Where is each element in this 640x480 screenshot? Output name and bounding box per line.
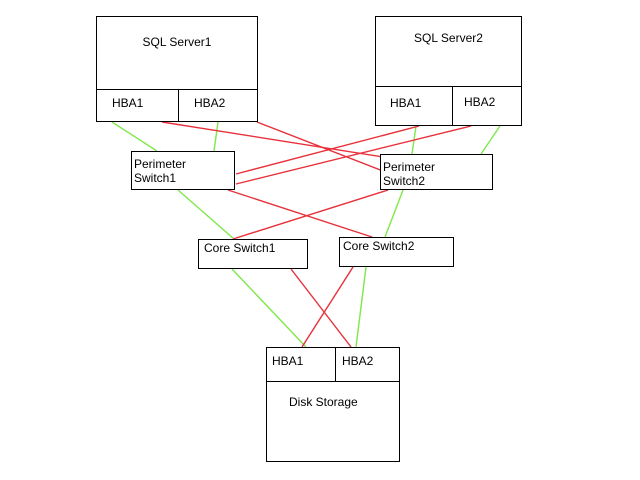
perimeter-switch2-box: Perimeter Switch2 xyxy=(380,154,493,190)
disk-storage-hba2-port: HBA2 xyxy=(335,347,400,382)
perimeter-switch2-label-line1: Perimeter xyxy=(383,160,436,174)
perimeter-switch1-label-line1: Perimeter xyxy=(134,157,187,171)
link-sql1-hba1-to-psw2 xyxy=(161,121,384,158)
perimeter-switch2-label-line2: Switch2 xyxy=(383,174,426,188)
core-switch2-label: Core Switch2 xyxy=(343,239,415,253)
sql-server2-hba2-label: HBA2 xyxy=(464,95,496,109)
link-csw1-to-disk-hba2 xyxy=(290,268,352,348)
sql-server1-hba2-port: HBA2 xyxy=(178,89,258,122)
link-sql1-hba2-to-psw2 xyxy=(256,121,384,172)
sql-server2-label: SQL Server2 xyxy=(414,31,483,45)
link-sql1-hba1-to-psw1 xyxy=(111,121,158,152)
core-switch2-box: Core Switch2 xyxy=(339,237,454,267)
perimeter-switch1-box: Perimeter Switch1 xyxy=(131,151,235,190)
sql-server1-hba1-port: HBA1 xyxy=(96,89,179,122)
link-csw2-to-disk-hba2 xyxy=(355,266,367,348)
link-sql2-hba2-to-psw2 xyxy=(480,125,501,155)
link-psw1-to-csw2 xyxy=(227,189,373,238)
sql-server1-hba2-label: HBA2 xyxy=(194,96,226,110)
disk-storage-hba2-label: HBA2 xyxy=(342,354,374,368)
perimeter-switch1-label-line2: Switch1 xyxy=(134,171,177,185)
sql-server2-hba2-port: HBA2 xyxy=(452,86,522,126)
sql-server2-hba1-port: HBA1 xyxy=(375,86,453,126)
core-switch1-box: Core Switch1 xyxy=(198,239,308,269)
link-psw1-to-csw1 xyxy=(177,189,235,240)
link-sql1-hba2-to-psw1 xyxy=(213,121,219,152)
link-psw2-to-csw1 xyxy=(232,189,389,240)
link-sql2-hba1-to-psw1 xyxy=(235,125,420,175)
disk-storage-hba1-label: HBA1 xyxy=(272,354,304,368)
link-psw2-to-csw2 xyxy=(384,189,404,238)
sql-server1-hba1-label: HBA1 xyxy=(112,96,144,110)
link-csw1-to-disk-hba1 xyxy=(231,268,307,348)
link-csw2-to-disk-hba1 xyxy=(301,266,354,348)
sql-server1-label: SQL Server1 xyxy=(142,35,212,49)
core-switch1-label: Core Switch1 xyxy=(204,241,276,255)
link-sql2-hba2-to-psw1 xyxy=(235,125,472,185)
sql-server2-hba1-label: HBA1 xyxy=(390,96,422,110)
disk-storage-label: Disk Storage xyxy=(289,395,358,409)
disk-storage-hba1-port: HBA1 xyxy=(266,347,336,382)
